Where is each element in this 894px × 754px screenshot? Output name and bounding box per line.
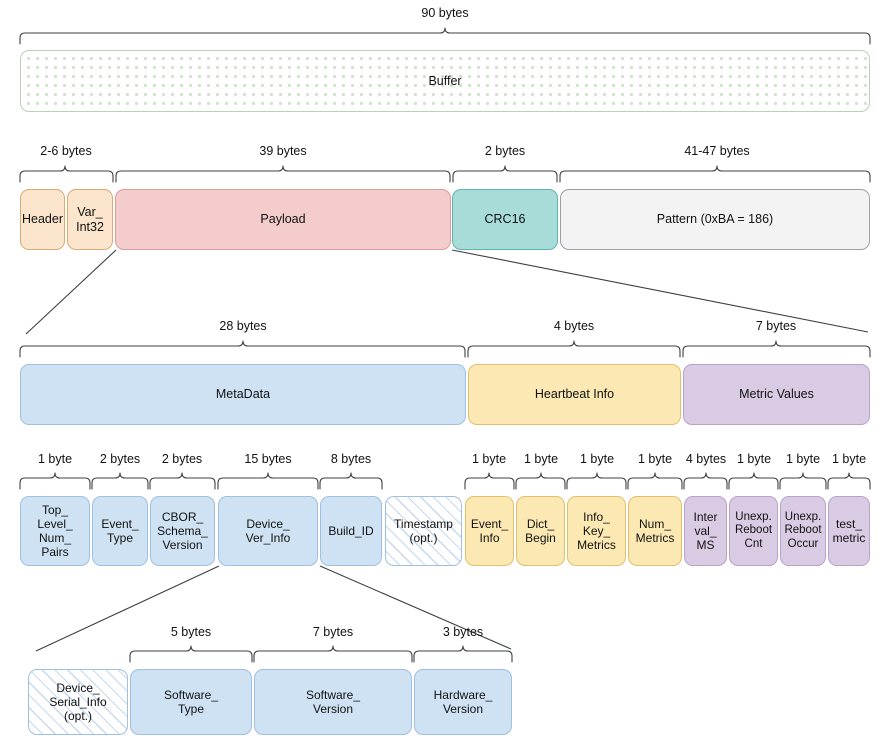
box-buffer[interactable]: Buffer: [20, 50, 870, 112]
box-cbor-schema-version[interactable]: CBOR_ Schema_ Version: [150, 496, 215, 566]
size-label-row4-7: 1 byte: [579, 452, 615, 466]
box-interval-ms-label: Inter val_ MS: [693, 509, 718, 553]
box-pattern[interactable]: Pattern (0xBA = 186): [560, 189, 870, 250]
size-label-row2-1: 39 bytes: [259, 144, 307, 158]
box-timestamp-label: Timestamp (opt.): [394, 516, 453, 545]
box-device-serial-info[interactable]: Device_ Serial_Info (opt.): [28, 669, 128, 735]
box-software-type[interactable]: Software_ Type: [130, 669, 252, 735]
box-payload[interactable]: Payload: [115, 189, 451, 250]
box-var-int32[interactable]: Var_ Int32: [67, 189, 113, 250]
size-label-row2-0: 2-6 bytes: [40, 144, 92, 158]
box-header-label: Header: [22, 212, 63, 227]
box-unexp-reboot-cnt[interactable]: Unexp. Reboot Cnt: [729, 496, 778, 566]
box-unexp-reboot-cnt-label: Unexp. Reboot Cnt: [734, 510, 773, 550]
box-header[interactable]: Header: [20, 189, 65, 250]
size-label-row4-1: 2 bytes: [99, 452, 141, 466]
size-label-row5-0: 5 bytes: [170, 625, 212, 639]
box-build-id-label: Build_ID: [328, 523, 374, 538]
box-num-metrics-label: Num_ Metrics: [635, 516, 675, 545]
box-info-key-metrics[interactable]: Info_ Key_ Metrics: [567, 496, 626, 566]
box-hardware-version-label: Hardware_ Version: [433, 687, 493, 716]
size-label-row4-4: 8 bytes: [330, 452, 372, 466]
box-heartbeat-info-label: Heartbeat Info: [534, 387, 615, 402]
size-label-row4-6: 1 byte: [523, 452, 559, 466]
box-test-metric-label: test_ metric: [832, 516, 866, 545]
size-label-row4-2: 2 bytes: [161, 452, 203, 466]
box-event-type-label: Event_ Type: [101, 516, 139, 545]
box-device-ver-info[interactable]: Device_ Ver_Info: [218, 496, 318, 566]
size-label-row2-3: 41-47 bytes: [684, 144, 750, 158]
size-label-row4-5: 1 byte: [471, 452, 507, 466]
box-dict-begin-label: Dict_ Begin: [525, 516, 556, 545]
box-crc16[interactable]: CRC16: [452, 189, 558, 250]
box-hardware-version[interactable]: Hardware_ Version: [414, 669, 512, 735]
size-label-row2-2: 2 bytes: [484, 144, 526, 158]
box-software-version-label: Software_ Version: [305, 687, 361, 716]
box-test-metric[interactable]: test_ metric: [828, 496, 870, 566]
box-crc16-label: CRC16: [484, 212, 526, 227]
box-info-key-metrics-label: Info_ Key_ Metrics: [577, 509, 616, 553]
box-var-int32-label: Var_ Int32: [76, 204, 104, 234]
box-software-version[interactable]: Software_ Version: [254, 669, 412, 735]
size-label-row5-1: 7 bytes: [312, 625, 354, 639]
size-label-row4-8: 1 byte: [637, 452, 673, 466]
box-metric-values-label: Metric Values: [739, 387, 814, 402]
size-label-row3-0: 28 bytes: [219, 319, 267, 333]
size-label-row4-11: 1 byte: [785, 452, 821, 466]
box-top-level-num-pairs-label: Top_ Level_ Num_ Pairs: [37, 502, 73, 560]
box-metadata[interactable]: MetaData: [20, 364, 466, 425]
box-buffer-label: Buffer: [428, 73, 462, 88]
box-interval-ms[interactable]: Inter val_ MS: [684, 496, 727, 566]
size-label-row4-3: 15 bytes: [244, 452, 292, 466]
box-dict-begin[interactable]: Dict_ Begin: [516, 496, 565, 566]
box-build-id[interactable]: Build_ID: [320, 496, 382, 566]
box-metadata-label: MetaData: [215, 387, 271, 402]
box-software-type-label: Software_ Type: [163, 687, 219, 716]
box-device-serial-info-label: Device_ Serial_Info (opt.): [49, 680, 107, 724]
box-cbor-schema-version-label: CBOR_ Schema_ Version: [157, 509, 208, 553]
size-label-row1-0: 90 bytes: [421, 6, 469, 20]
size-label-row4-10: 1 byte: [736, 452, 772, 466]
size-label-row4-12: 1 byte: [831, 452, 867, 466]
size-label-row3-2: 7 bytes: [755, 319, 797, 333]
box-event-info[interactable]: Event_ Info: [465, 496, 514, 566]
box-unexp-reboot-occur-label: Unexp. Reboot Occur: [784, 510, 822, 550]
box-event-info-label: Event_ Info: [470, 516, 509, 545]
size-label-row3-1: 4 bytes: [553, 319, 595, 333]
connector-payload-right: [451, 249, 869, 333]
box-unexp-reboot-occur[interactable]: Unexp. Reboot Occur: [780, 496, 826, 566]
box-event-type[interactable]: Event_ Type: [92, 496, 148, 566]
box-timestamp[interactable]: Timestamp (opt.): [385, 496, 462, 566]
connector-payload-left: [25, 249, 117, 335]
size-label-row4-0: 1 byte: [37, 452, 73, 466]
size-label-row4-9: 4 bytes: [685, 452, 727, 466]
box-metric-values[interactable]: Metric Values: [683, 364, 870, 425]
size-label-row5-2: 3 bytes: [442, 625, 484, 639]
box-device-ver-info-label: Device_ Ver_Info: [245, 516, 291, 545]
box-pattern-label: Pattern (0xBA = 186): [656, 212, 774, 227]
box-top-level-num-pairs[interactable]: Top_ Level_ Num_ Pairs: [20, 496, 90, 566]
box-heartbeat-info[interactable]: Heartbeat Info: [468, 364, 681, 425]
box-num-metrics[interactable]: Num_ Metrics: [628, 496, 682, 566]
box-payload-label: Payload: [260, 212, 306, 227]
